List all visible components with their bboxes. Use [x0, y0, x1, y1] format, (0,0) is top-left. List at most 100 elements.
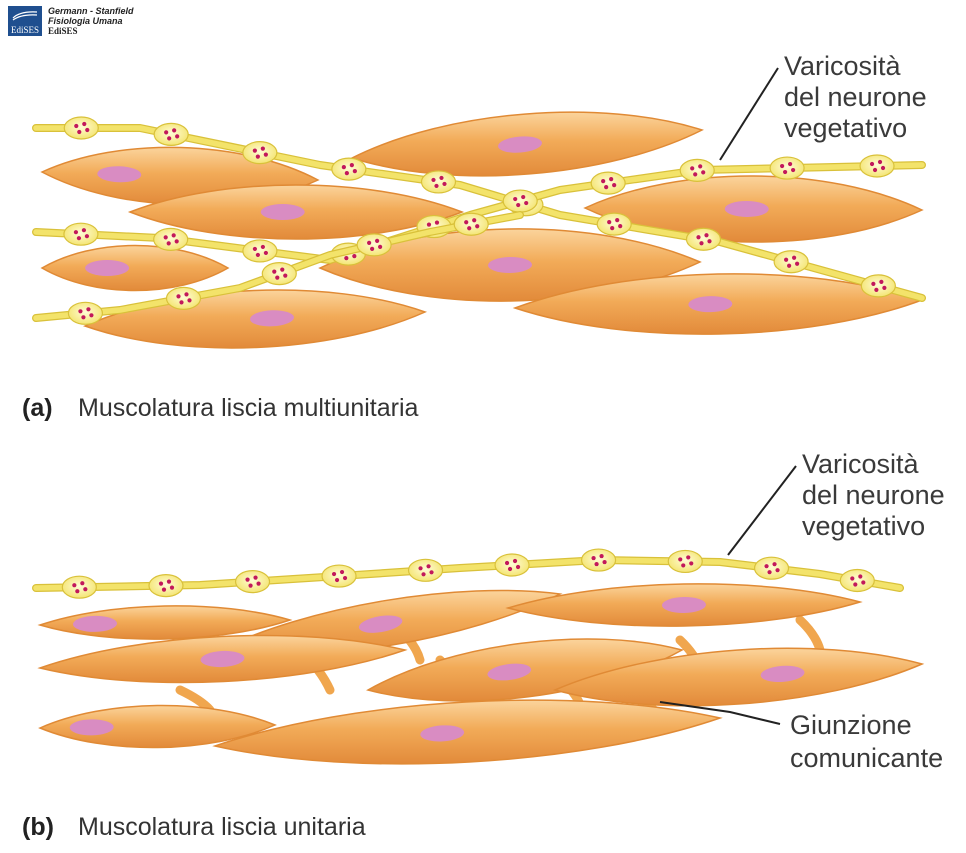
varicosity-body [236, 571, 270, 593]
panel-b-cell [40, 606, 290, 639]
panel-a-varicosity [503, 190, 537, 212]
panel-b-callout-line-2: del neurone [802, 480, 945, 510]
panel-a-letter: (a) [22, 394, 53, 422]
vesicle-dot [870, 162, 874, 166]
panel-a-varicosity [243, 142, 277, 164]
vesicle-dot [256, 582, 260, 586]
vesicle-dot [280, 267, 284, 271]
vesicle-dot [434, 184, 438, 188]
vesicle-dot [332, 572, 336, 576]
panel-a-varicosity [332, 158, 366, 180]
varicosity-body [154, 228, 188, 250]
panel-a-varicosity [357, 234, 391, 256]
panel-a-callout-line-2: del neurone [784, 82, 927, 112]
vesicle-dot [764, 564, 768, 568]
varicosity-body [582, 549, 616, 571]
panel-a-varicosity-leader [720, 68, 778, 160]
vesicle-dot [367, 241, 371, 245]
panel-a-cell [85, 290, 425, 348]
vesicle-dot [264, 153, 268, 157]
panel-a-varicosity [860, 155, 894, 177]
vesicle-dot [77, 130, 81, 134]
vesicle-dot [431, 178, 435, 182]
panel-a-varicosity [154, 123, 188, 145]
panel-b-letter: (b) [22, 813, 54, 841]
varicosity-body [686, 228, 720, 250]
vesicle-dot [175, 239, 179, 243]
panel-b-cell [215, 700, 720, 764]
vesicle-dot [850, 576, 854, 580]
vesicle-dot [167, 580, 171, 584]
vesicle-dot [264, 251, 268, 255]
vesicle-dot [467, 226, 471, 230]
vesicle-dot [602, 560, 606, 564]
panel-a-varicosity [597, 213, 631, 235]
varicosity-body [861, 275, 895, 297]
vesicle-dot [792, 256, 796, 260]
panel-b-varicosity [840, 570, 874, 592]
panel-a-varicosity [243, 240, 277, 262]
vesicle-dot [261, 147, 265, 151]
vesicle-dot [253, 149, 257, 153]
vesicle-dot [248, 584, 252, 588]
vesicle-dot [353, 169, 357, 173]
panel-b-varicosity [409, 559, 443, 581]
vesicle-dot [81, 315, 85, 319]
vesicle-dot [505, 561, 509, 565]
vesicle-dot [335, 578, 339, 582]
vesicle-dot [881, 166, 885, 170]
vesicle-dot [439, 176, 443, 180]
vesicle-dot [352, 254, 356, 258]
vesicle-dot [75, 589, 79, 593]
varicosity-body [421, 171, 455, 193]
panel-b-junction-line-1: Giunzione [790, 710, 912, 740]
panel-b-varicosity [755, 557, 789, 579]
varicosity-body [591, 172, 625, 194]
gap-junction-bridge [800, 620, 820, 650]
panel-b-cell [40, 635, 405, 682]
vesicle-dot [775, 568, 779, 572]
vesicle-dot [601, 179, 605, 183]
vesicle-dot [772, 562, 776, 566]
varicosity-body [597, 213, 631, 235]
panel-a-varicosity [68, 302, 102, 324]
vesicle-dot [283, 273, 287, 277]
vesicle-dot [878, 160, 882, 164]
vesicle-dot [275, 275, 279, 279]
panel-b-varicosity [668, 550, 702, 572]
vesicle-dot [701, 170, 705, 174]
vesicle-dot [340, 570, 344, 574]
vesicle-dot [85, 234, 89, 238]
vesicle-dot [170, 586, 174, 590]
vesicle-dot [604, 185, 608, 189]
vesicle-dot [516, 203, 520, 207]
muscle-cell-body [215, 700, 720, 764]
panel-a-varicosity [262, 263, 296, 285]
panel-a-varicosity [861, 275, 895, 297]
panel-a-varicosity [686, 228, 720, 250]
varicosity-body [668, 550, 702, 572]
vesicle-dot [699, 241, 703, 245]
vesicle-dot [861, 580, 865, 584]
panel-a-varicosity [680, 159, 714, 181]
vesicle-dot [784, 258, 788, 262]
panel-b-varicosity [582, 549, 616, 571]
vesicle-dot [874, 288, 878, 292]
panel-a-varicosity [421, 171, 455, 193]
vesicle-dot [421, 572, 425, 576]
vesicle-dot [86, 307, 90, 311]
panel-b-varicosity [149, 575, 183, 597]
vesicle-dot [599, 554, 603, 558]
vesicle-dot [696, 235, 700, 239]
panel-a-varicosity [64, 223, 98, 245]
vesicle-dot [179, 300, 183, 304]
varicosity-body [770, 157, 804, 179]
vesicle-dot [245, 578, 249, 582]
vesicle-dot [85, 128, 89, 132]
vesicle-dot [256, 253, 260, 257]
vesicle-dot [253, 576, 257, 580]
vesicle-dot [378, 245, 382, 249]
panel-b-junction-line-2: comunicante [790, 743, 943, 773]
vesicle-dot [508, 567, 512, 571]
vesicle-dot [343, 576, 347, 580]
